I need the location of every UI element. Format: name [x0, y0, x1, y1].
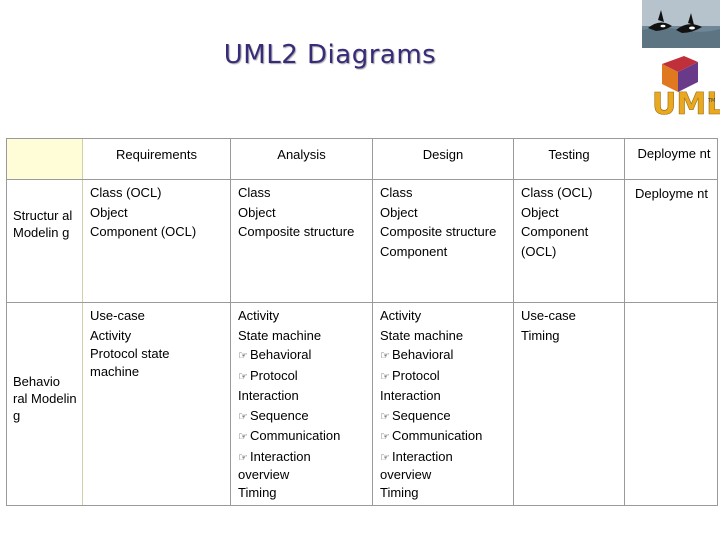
structural-analysis-cell: Class Object Composite structure [238, 183, 370, 242]
pointing-hand-icon: ☞ [380, 430, 390, 443]
list-item: Component (OCL) [90, 224, 197, 239]
uml-diagram-table: Requirements Analysis Design Testing Dep… [6, 138, 718, 506]
behavioral-testing-cell: Use-case Timing [521, 306, 623, 345]
pointing-hand-icon: ☞ [238, 430, 248, 443]
list-item: ☞Communication [238, 426, 370, 447]
header-design: Design [422, 147, 464, 162]
structural-requirements-cell: Class (OCL) Object Component (OCL) [90, 183, 228, 242]
structural-design-cell: Class Object Composite structure Compone… [380, 183, 512, 261]
pointing-hand-icon: ☞ [380, 369, 390, 383]
list-item: Class [238, 185, 271, 200]
pointing-hand-icon: ☞ [238, 369, 248, 383]
list-item: Object [521, 204, 559, 220]
list-item: Use-case [521, 308, 576, 323]
list-item: State machine [380, 327, 464, 343]
list-item: ☞Behavioral [238, 345, 370, 366]
corner-cell [7, 139, 82, 179]
list-item: Activity [238, 308, 280, 323]
list-item: Interaction [238, 388, 299, 403]
list-item: ☞Protocol [238, 366, 370, 387]
structural-testing-cell: Class (OCL) Object Component (OCL) [521, 183, 623, 261]
list-item: Class [380, 185, 413, 200]
uml-logo: UML TM [648, 52, 720, 124]
list-item: Timing [380, 484, 419, 500]
behavioral-design-cell: Activity State machine ☞Behavioral ☞Prot… [380, 306, 512, 502]
structural-deployment-cell: Deployme nt [635, 185, 715, 202]
pointing-hand-icon: ☞ [238, 409, 248, 423]
slide-title: UML2 Diagrams [223, 40, 437, 70]
list-item: Protocol state machine [90, 346, 170, 379]
pointing-hand-icon: ☞ [238, 349, 248, 362]
list-item: Composite structure [238, 224, 355, 239]
behavioral-analysis-cell: Activity State machine ☞Behavioral ☞Prot… [238, 306, 370, 502]
row-label-structural: Structur al Modelin g [13, 208, 73, 240]
pointing-hand-icon: ☞ [380, 349, 390, 362]
orca-whale-photo [642, 0, 720, 48]
list-item: Component [380, 243, 448, 259]
list-item: ☞Sequence [238, 406, 370, 427]
list-item: Component (OCL) [521, 224, 589, 259]
list-item: Timing [238, 484, 277, 500]
pointing-hand-icon: ☞ [238, 450, 248, 464]
header-testing: Testing [548, 147, 590, 162]
behavioral-requirements-cell: Use-case Activity Protocol state machine [90, 306, 228, 381]
list-item: ☞Behavioral [380, 345, 512, 366]
list-item: Use-case [90, 308, 145, 323]
row-label-behavioral: Behavio ral Modelin g [13, 374, 77, 423]
list-item: Timing [521, 327, 560, 343]
header-requirements: Requirements [116, 147, 197, 162]
list-item: Composite structure [380, 224, 497, 239]
list-item: ☞Sequence [380, 406, 512, 427]
pointing-hand-icon: ☞ [380, 450, 390, 464]
list-item: Deployme nt [635, 186, 708, 201]
list-item: ☞Protocol [380, 366, 512, 387]
svg-text:TM: TM [707, 98, 715, 104]
list-item: Class (OCL) [90, 185, 162, 200]
list-item: Class (OCL) [521, 185, 593, 200]
list-item: ☞Interaction overview [380, 448, 453, 482]
header-deployment: Deployme nt [637, 146, 711, 161]
list-item: ☞Communication [380, 426, 512, 447]
list-item: Interaction [380, 388, 441, 403]
pointing-hand-icon: ☞ [380, 409, 390, 423]
header-analysis: Analysis [277, 147, 326, 162]
list-item: State machine [238, 327, 322, 343]
list-item: Activity [90, 327, 132, 343]
svg-text:UML: UML [652, 87, 720, 122]
list-item: Object [90, 204, 128, 220]
list-item: Object [380, 204, 418, 220]
list-item: ☞Interaction overview [238, 448, 311, 482]
list-item: Object [238, 204, 276, 220]
list-item: Activity [380, 308, 422, 323]
